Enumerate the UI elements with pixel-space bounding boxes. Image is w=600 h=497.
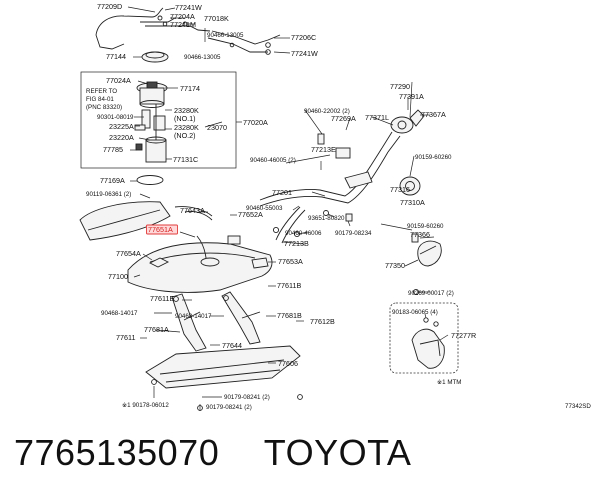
- highlighted-part-box[interactable]: [146, 224, 178, 235]
- part-label: 23280K: [174, 106, 199, 115]
- diagram-ref-code: 77342SD: [565, 403, 591, 410]
- strap-and-protector-assembly: [145, 291, 303, 411]
- pump-leaders: [130, 80, 242, 160]
- part-label: 77213E: [311, 145, 336, 154]
- part-label: 77367A: [421, 110, 446, 119]
- part-label: 90301-08019: [97, 114, 134, 121]
- part-number-text: 7765135070: [14, 432, 220, 473]
- part-label: 77020A: [243, 118, 268, 127]
- part-label: 77277R: [451, 331, 476, 340]
- part-label: 90460-46005 (2): [250, 157, 296, 164]
- part-label: 77169A: [100, 176, 125, 185]
- part-label: 90159-60260: [407, 223, 444, 230]
- part-label: 77269A: [331, 114, 356, 123]
- part-label: 90460-22002 (2): [304, 108, 350, 115]
- fuel-line-assembly: [95, 7, 281, 63]
- part-label: 77611E: [150, 294, 174, 303]
- part-label: 77366: [410, 230, 430, 239]
- part-label: 77241W: [291, 49, 318, 58]
- tank-parts: [79, 175, 273, 293]
- part-label: 77213B: [284, 239, 309, 248]
- part-label: 77241W: [175, 3, 202, 12]
- refer-note: REFER TO: [86, 88, 117, 95]
- part-label: 77681B: [277, 311, 302, 320]
- part-label: 90119-06361 (2): [86, 191, 131, 198]
- vent-assembly: [380, 223, 442, 296]
- fuel-pump-assembly: [134, 81, 168, 163]
- part-label: 77316: [390, 185, 410, 194]
- tank-leaders: [130, 180, 276, 278]
- refer-note: FIG 84-01: [86, 96, 114, 103]
- part-label: (NO.2): [174, 131, 196, 140]
- fuel-pump-subassembly-frame: [80, 71, 237, 169]
- part-label: 77201: [272, 188, 292, 197]
- fuel-line-leaders: [127, 6, 291, 58]
- part-label: 77785: [103, 145, 123, 154]
- part-label: 90179-08241 (2): [206, 404, 252, 411]
- filler-leaders: [282, 81, 430, 245]
- part-label: 77611B: [277, 281, 301, 290]
- part-label: 77643A: [180, 206, 205, 215]
- part-label: 90460-55003: [246, 205, 283, 212]
- part-label: (NO.1): [174, 114, 196, 123]
- parts-diagram: 77651A 77209D 77241W 77204A 77018K 77241…: [79, 2, 591, 411]
- part-label: 23220A: [109, 133, 134, 142]
- strap-leaders: [140, 285, 304, 411]
- part-label: ※1 90178-06012: [122, 402, 169, 409]
- part-label: 77174: [180, 84, 200, 93]
- part-label: 93651-80820: [308, 215, 345, 222]
- part-label: 90460-46006: [285, 230, 322, 237]
- part-label: 90179-08234: [335, 230, 372, 237]
- part-label: 77681A: [144, 325, 169, 334]
- part-label: 77310A: [400, 198, 425, 207]
- part-label: 77350: [385, 261, 405, 270]
- part-label: 90468-14017: [175, 313, 212, 320]
- part-label: 77204A: [170, 12, 195, 21]
- part-label: 90179-08241 (2): [224, 394, 270, 401]
- part-label: 90183-06065 (4): [392, 309, 438, 316]
- part-label: 90468-14017: [101, 310, 138, 317]
- refer-note: (PNC 83320): [86, 104, 122, 111]
- part-label: 77391A: [399, 92, 424, 101]
- part-label: 90466-13005: [184, 54, 221, 61]
- part-label: 77654A: [116, 249, 141, 258]
- part-label: 77371L: [365, 113, 389, 122]
- part-label: ※1 MTM: [437, 379, 461, 386]
- brand-text: TOYOTA: [263, 432, 412, 473]
- part-label: 77644: [222, 341, 242, 350]
- part-label: 77209D: [97, 2, 122, 11]
- part-label: 77606: [278, 359, 298, 368]
- part-label: 77100: [108, 272, 128, 281]
- part-label: 77652A: [238, 210, 263, 219]
- part-label: 90269-00017 (2): [408, 290, 454, 297]
- part-label: 23070: [207, 123, 227, 132]
- part-label: 77241M: [170, 20, 196, 29]
- part-label: 77653A: [278, 257, 303, 266]
- part-label: 77290: [390, 82, 410, 91]
- part-label: 77144: [106, 52, 126, 61]
- part-label: 77018K: [204, 14, 229, 23]
- filler-pipe-assembly: [259, 109, 425, 244]
- part-label: 90466-13005: [207, 32, 244, 39]
- part-label: 23280K: [174, 123, 199, 132]
- part-label: 77611: [116, 333, 135, 342]
- part-label: 77024A: [106, 76, 131, 85]
- part-label: 77206C: [291, 33, 316, 42]
- part-labels: 77209D 77241W 77204A 77018K 77241M 90466…: [86, 2, 591, 411]
- mtm-bracket-assembly: [389, 302, 459, 374]
- part-label: 23225A: [109, 122, 134, 131]
- part-label: 77612B: [310, 317, 335, 326]
- part-caption: 7765135070 TOYOTA: [14, 432, 594, 484]
- part-label: 90159-60260: [415, 154, 452, 161]
- highlighted-part-label[interactable]: 77651A: [148, 225, 173, 234]
- part-label: 77131C: [173, 155, 198, 164]
